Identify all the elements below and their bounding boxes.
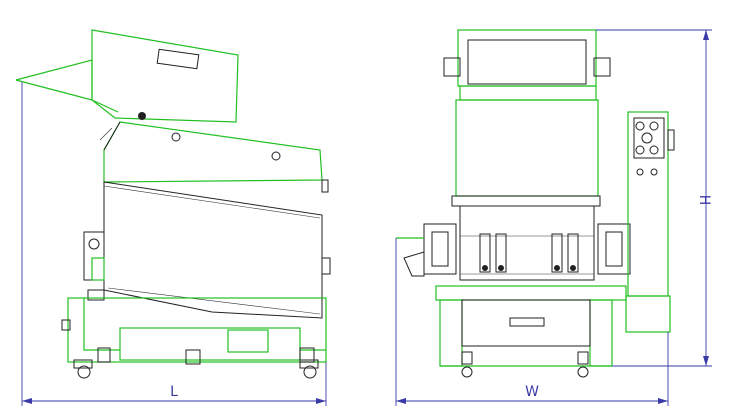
side-hopper-lid <box>15 29 239 123</box>
dimension-height: H <box>596 29 712 367</box>
front-base <box>435 285 627 367</box>
control-cabinet <box>625 111 675 333</box>
front-view <box>396 29 675 378</box>
length-label: L <box>170 384 178 400</box>
side-main-body <box>99 112 331 319</box>
front-left-pulley <box>396 223 457 277</box>
side-motor <box>83 231 105 301</box>
front-right-pulley <box>597 223 631 275</box>
front-casters <box>461 351 589 378</box>
front-chamber <box>451 99 601 281</box>
height-label: H <box>696 195 712 206</box>
dimension-width: W <box>395 238 669 406</box>
side-view <box>15 29 331 379</box>
front-hopper <box>443 29 611 101</box>
side-casters <box>73 347 319 379</box>
side-base <box>61 297 327 363</box>
dimension-length: L <box>21 82 327 406</box>
width-label: W <box>525 384 539 400</box>
